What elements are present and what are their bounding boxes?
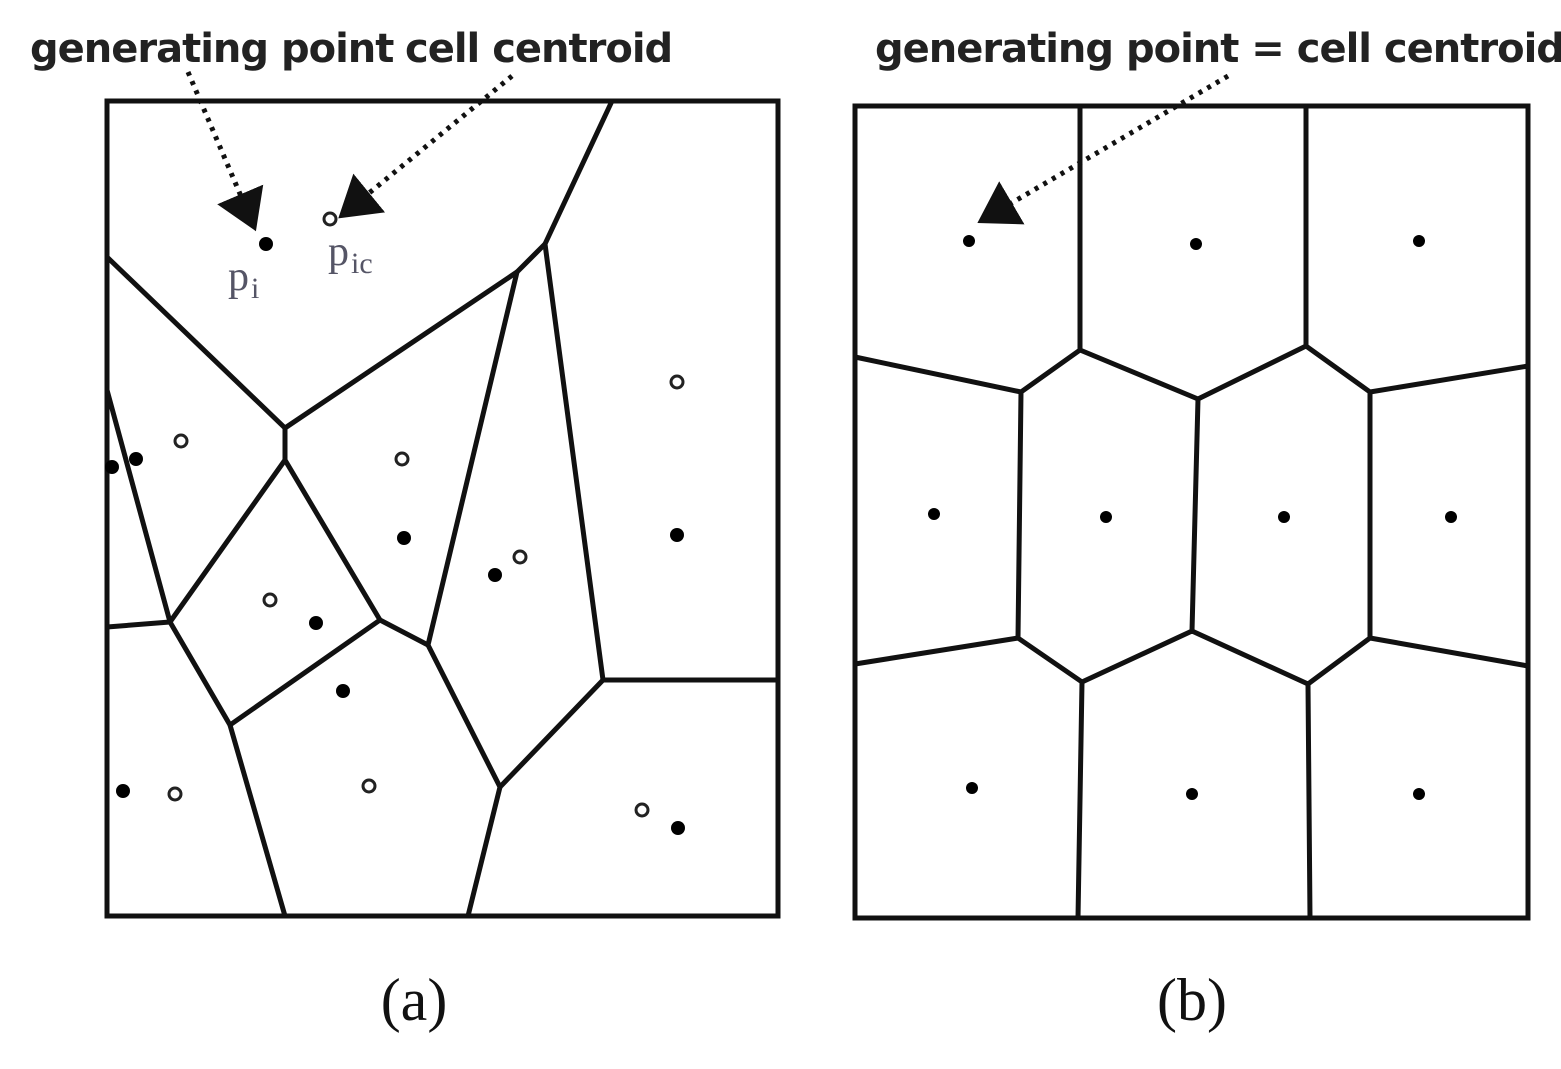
voronoi-edge (167, 617, 383, 728)
panel-b: generating point = cell centroid (852, 26, 1561, 1033)
cell-centroid (669, 374, 685, 390)
panel-a: generating point cell centroid (30, 26, 781, 1033)
generating-point (116, 784, 130, 798)
voronoi-edge (852, 628, 1531, 687)
cell-centroid (394, 451, 410, 467)
panel-b-points (928, 235, 1457, 800)
generating-point (928, 508, 940, 520)
generating-point (336, 684, 350, 698)
cell-centroid-arrow (338, 74, 514, 219)
panel-b-caption: (b) (1157, 967, 1227, 1033)
voronoi-edge (227, 722, 288, 919)
panel-a-arrows (185, 71, 514, 232)
voronoi-edge (282, 457, 431, 648)
generating-point (259, 237, 273, 251)
voronoi-edge (1189, 396, 1201, 634)
generating-point (397, 531, 411, 545)
generating-point (1100, 511, 1112, 523)
generating-point-label: generating point (30, 26, 394, 72)
voronoi-edge (1075, 679, 1085, 921)
voronoi-edge (497, 241, 606, 790)
combined-label: generating point = cell centroid (875, 26, 1561, 72)
cell-centroid (361, 778, 377, 794)
generating-point-arrow (185, 71, 264, 232)
panel-a-frame (104, 98, 781, 919)
panel-a-generating-points (105, 237, 685, 835)
cell-centroid (322, 211, 338, 227)
generating-point (105, 460, 119, 474)
pic-letter: p (328, 229, 349, 275)
generating-point (1278, 511, 1290, 523)
generating-point (1445, 511, 1457, 523)
combined-arrow (977, 73, 1230, 225)
pi-subscript: i (251, 272, 259, 305)
generating-point (1413, 788, 1425, 800)
panel-b-voronoi-edges (852, 103, 1531, 921)
panel-a-voronoi-edges (104, 98, 781, 919)
generating-point (966, 782, 978, 794)
panel-a-caption: (a) (381, 967, 448, 1033)
voronoi-edge (852, 343, 1531, 402)
generating-point (1190, 238, 1202, 250)
cell-centroid (173, 433, 189, 449)
panel-a-centroids (167, 211, 685, 818)
voronoi-edge (1015, 389, 1024, 641)
cell-centroid (167, 786, 183, 802)
voronoi-edge (1305, 681, 1313, 921)
cell-centroid-label: cell centroid (405, 26, 672, 72)
cell-centroid (634, 802, 650, 818)
generating-point (1413, 235, 1425, 247)
voronoi-edge (104, 387, 173, 625)
generating-point (670, 528, 684, 542)
pi-letter: p (228, 254, 249, 300)
cell-centroid (512, 549, 528, 565)
generating-point (488, 568, 502, 582)
cell-centroid (262, 592, 278, 608)
generating-point (963, 235, 975, 247)
pic-label: p ic (328, 229, 373, 280)
pi-label: p i (228, 254, 259, 305)
voronoi-edge (425, 269, 520, 919)
panel-b-frame (852, 103, 1531, 921)
generating-point (1186, 788, 1198, 800)
generating-point (129, 452, 143, 466)
generating-point (671, 821, 685, 835)
pic-subscript: ic (351, 247, 373, 280)
generating-point (309, 616, 323, 630)
